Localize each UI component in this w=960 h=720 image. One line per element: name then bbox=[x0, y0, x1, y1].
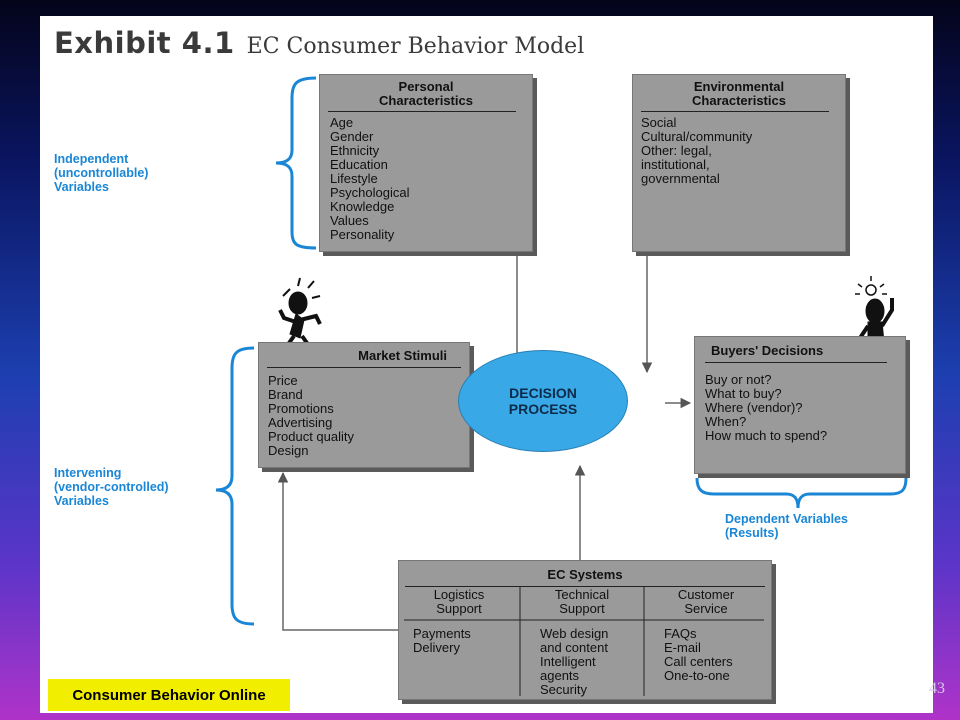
footer-topic-tag: Consumer Behavior Online bbox=[48, 679, 290, 711]
exhibit-title: Exhibit 4.1 EC Consumer Behavior Model bbox=[54, 26, 584, 60]
ec-systems-box: EC Systems bbox=[398, 560, 772, 700]
list-item: What to buy? bbox=[705, 386, 782, 401]
buyers-decisions-title: Buyers' Decisions bbox=[711, 343, 824, 358]
ec-column-logistics: Logistics Support Payments Delivery bbox=[402, 588, 516, 655]
decision-process-label: DECISION PROCESS bbox=[508, 385, 578, 417]
intervening-variables-label: Intervening (vendor-controlled) Variable… bbox=[54, 466, 169, 508]
list-item: Psychological bbox=[330, 185, 410, 200]
list-item: institutional, bbox=[641, 157, 710, 172]
list-item: Buy or not? bbox=[705, 372, 772, 387]
list-item: Design bbox=[268, 443, 309, 458]
ec-column-list: FAQs E-mail Call centers One-to-one bbox=[648, 627, 764, 683]
list-item: Advertising bbox=[268, 415, 333, 430]
personal-list: Age Gender Ethnicity Education Lifestyle… bbox=[320, 116, 532, 242]
list-item: Delivery bbox=[413, 640, 460, 655]
ec-column-technical: Technical Support Web design and content… bbox=[524, 588, 640, 697]
list-item: Gender bbox=[330, 129, 374, 144]
list-item: Where (vendor)? bbox=[705, 400, 803, 415]
list-item: When? bbox=[705, 414, 747, 429]
list-item: Social bbox=[641, 115, 677, 130]
list-item: governmental bbox=[641, 171, 720, 186]
personal-divider bbox=[328, 111, 516, 112]
list-item: How much to spend? bbox=[705, 428, 828, 443]
list-item: Promotions bbox=[268, 401, 334, 416]
environmental-characteristics-box: Environmental Characteristics Social Cul… bbox=[632, 74, 846, 252]
list-item: Knowledge bbox=[330, 199, 395, 214]
list-item: Call centers bbox=[664, 654, 733, 669]
brace-intervening bbox=[215, 346, 255, 626]
market-divider bbox=[267, 367, 461, 368]
ec-column-head: Technical Support bbox=[554, 587, 610, 616]
buyers-list: Buy or not? What to buy? Where (vendor)?… bbox=[695, 373, 905, 443]
independent-variables-label: Independent (uncontrollable) Variables bbox=[54, 152, 149, 194]
dependent-variables-label: Dependent Variables (Results) bbox=[725, 512, 848, 540]
buyers-divider bbox=[705, 362, 887, 363]
list-item: Price bbox=[268, 373, 298, 388]
list-item: Web design and content bbox=[540, 626, 609, 655]
ec-systems-title: EC Systems bbox=[547, 567, 623, 582]
environmental-list: Social Cultural/community Other: legal, … bbox=[633, 116, 845, 186]
list-item: Security bbox=[540, 682, 587, 697]
list-item: Intelligent agents bbox=[540, 654, 596, 683]
list-item: Cultural/community bbox=[641, 129, 753, 144]
exhibit-name: EC Consumer Behavior Model bbox=[246, 34, 585, 59]
market-stimuli-title: Market Stimuli bbox=[358, 348, 447, 363]
list-item: One-to-one bbox=[664, 668, 730, 683]
list-item: FAQs bbox=[664, 626, 697, 641]
personal-characteristics-box: Personal Characteristics Age Gender Ethn… bbox=[319, 74, 533, 252]
market-stimuli-box: Market Stimuli Price Brand Promotions Ad… bbox=[258, 342, 470, 468]
ec-column-customer: Customer Service FAQs E-mail Call center… bbox=[648, 588, 764, 683]
list-item: Lifestyle bbox=[330, 171, 378, 186]
list-item: Ethnicity bbox=[330, 143, 380, 158]
decision-process-node: DECISION PROCESS bbox=[458, 350, 628, 452]
list-item: Age bbox=[330, 115, 354, 130]
page-number: 43 bbox=[929, 680, 945, 697]
list-item: Brand bbox=[268, 387, 303, 402]
brace-dependent bbox=[695, 477, 908, 509]
environmental-divider bbox=[641, 111, 829, 112]
brace-independent bbox=[275, 76, 317, 250]
list-item: Values bbox=[330, 213, 369, 228]
buyers-decisions-box: Buyers' Decisions Buy or not? What to bu… bbox=[694, 336, 906, 474]
ec-column-list: Payments Delivery bbox=[402, 627, 516, 655]
personal-characteristics-title: Personal Characteristics bbox=[379, 79, 473, 108]
ec-column-head: Customer Service bbox=[677, 587, 735, 616]
list-item: Education bbox=[330, 157, 388, 172]
list-item: Payments bbox=[413, 626, 471, 641]
ec-systems-divider-top bbox=[405, 586, 765, 587]
market-list: Price Brand Promotions Advertising Produ… bbox=[259, 374, 469, 458]
exhibit-number: Exhibit 4.1 bbox=[54, 26, 235, 60]
list-item: E-mail bbox=[664, 640, 701, 655]
ec-column-list: Web design and content Intelligent agent… bbox=[524, 627, 640, 697]
list-item: Personality bbox=[330, 227, 395, 242]
arrow-ec-to-market bbox=[277, 471, 398, 631]
environmental-characteristics-title: Environmental Characteristics bbox=[692, 79, 786, 108]
ec-column-head: Logistics Support bbox=[433, 587, 485, 616]
list-item: Product quality bbox=[268, 429, 354, 444]
list-item: Other: legal, bbox=[641, 143, 712, 158]
